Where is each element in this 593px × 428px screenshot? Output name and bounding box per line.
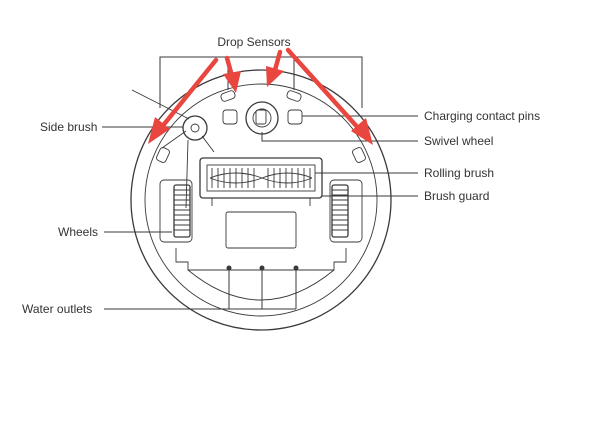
charging-pin-right	[287, 109, 303, 125]
left-wheel	[159, 179, 193, 243]
side-brush-label: Side brush	[40, 120, 97, 134]
top-sensors	[156, 90, 366, 163]
swivel-wheel-leader	[261, 132, 418, 142]
leader-lines	[102, 56, 418, 310]
rolling-brush	[206, 164, 316, 192]
drop-sensors-label: Drop Sensors	[217, 35, 290, 49]
drop-sensor-left-top	[220, 90, 236, 102]
battery-cover	[225, 211, 297, 249]
outer-shell	[130, 69, 392, 331]
drop-sensor-right-top	[286, 90, 302, 102]
wheels-label: Wheels	[58, 225, 98, 239]
brush-guard	[199, 157, 323, 199]
swivel-wheel-label: Swivel wheel	[424, 134, 493, 148]
charging-pin-left	[222, 109, 238, 125]
arrow-to-right-top-sensor	[272, 49, 283, 73]
water-tank-arc	[187, 269, 335, 301]
charging-contact-pins-label: Charging contact pins	[424, 109, 540, 123]
arrow-to-left-side-sensor	[158, 57, 219, 131]
side-brush	[131, 89, 215, 209]
brush-guard-label: Brush guard	[424, 189, 489, 203]
arrow-to-right-side-sensor	[285, 47, 363, 133]
rolling-brush-assembly	[199, 157, 323, 206]
drop-sensor-right-side	[352, 147, 366, 163]
right-wheel	[329, 179, 363, 243]
red-arrows	[148, 47, 373, 145]
rolling-brush-label: Rolling brush	[424, 166, 494, 180]
inner-shell	[144, 83, 378, 317]
labels: Drop Sensors Side brush Wheels Water out…	[22, 35, 540, 316]
drop-sensors-bracket	[159, 56, 363, 108]
drop-sensor-left-side	[156, 147, 170, 163]
swivel-wheel	[245, 101, 279, 135]
water-outlets-label: Water outlets	[22, 302, 92, 316]
water-outlets-leader	[104, 268, 297, 310]
